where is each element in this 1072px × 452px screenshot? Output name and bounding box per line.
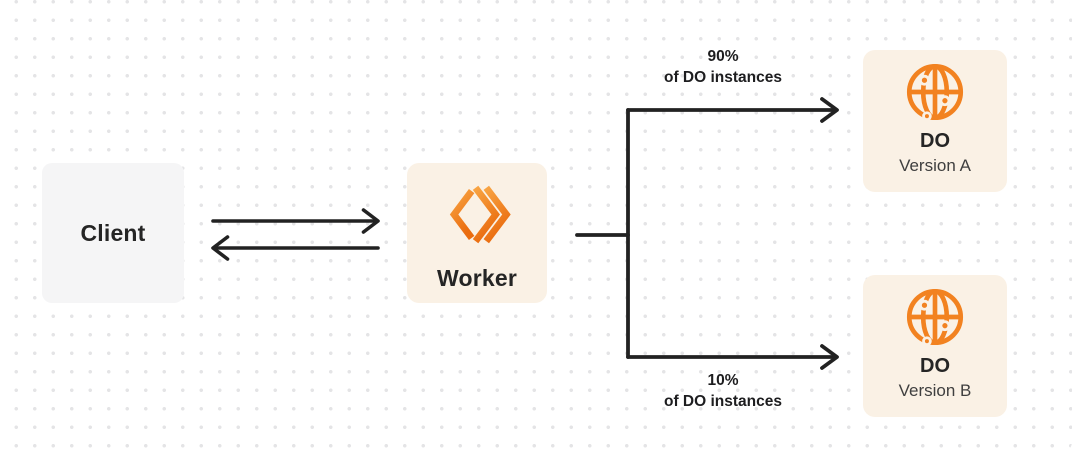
do-version-b-node: DO Version B [863, 275, 1007, 417]
split-bottom-percent: 10% [707, 372, 739, 389]
do-a-title: DO [920, 130, 950, 152]
split-top-caption: of DO instances [664, 69, 782, 87]
workers-double-chevron-icon [449, 185, 511, 244]
globe-icon [906, 288, 964, 346]
client-node: Client [42, 163, 184, 303]
do-b-subtitle: Version B [898, 381, 972, 400]
do-version-a-node: DO Version A [863, 50, 1007, 192]
fork-connector [575, 108, 630, 359]
arrow-client-to-worker [211, 208, 380, 234]
split-label-10-percent: 10% of DO instances [620, 370, 826, 413]
split-bottom-caption: of DO instances [664, 393, 782, 411]
globe-icon [906, 63, 964, 121]
arrow-to-do-version-b [626, 344, 839, 370]
arrow-worker-to-client [211, 235, 380, 261]
client-label: Client [80, 219, 146, 246]
worker-label: Worker [436, 265, 518, 291]
do-b-title: DO [920, 355, 950, 377]
arrow-to-do-version-a [626, 97, 839, 123]
split-top-percent: 90% [707, 48, 739, 65]
do-a-subtitle: Version A [899, 156, 971, 175]
split-label-90-percent: 90% of DO instances [620, 46, 826, 89]
worker-node: Worker [407, 163, 547, 303]
